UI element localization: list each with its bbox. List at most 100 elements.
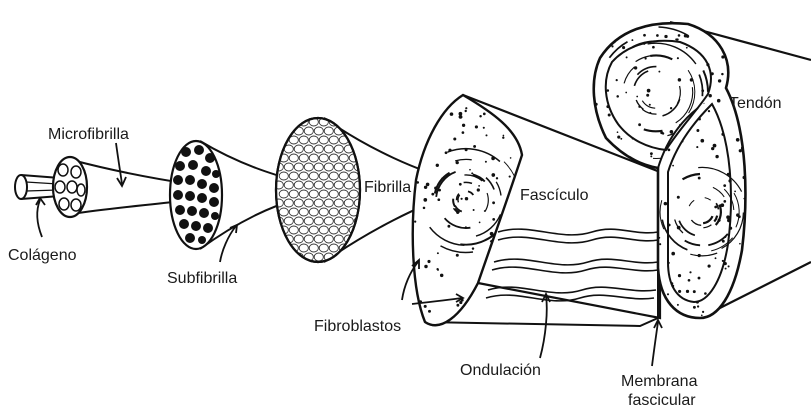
texture-dot [644, 57, 646, 59]
texture-dot [622, 46, 625, 49]
label-membrana-line2: fascicular [628, 392, 696, 409]
texture-dot [738, 283, 742, 287]
texture-dot [611, 163, 613, 165]
texture-dot [713, 144, 717, 148]
fibrilla-cell [284, 253, 293, 261]
texture-dot [492, 201, 495, 204]
texture-dot [689, 271, 691, 273]
texture-dot [510, 119, 513, 122]
texture-dot [715, 155, 718, 158]
texture-dot [725, 268, 727, 270]
texture-dot [465, 107, 467, 109]
texture-dot [607, 89, 610, 92]
texture-dot [459, 112, 463, 116]
texture-dot [696, 301, 699, 304]
texture-dot [700, 139, 704, 143]
texture-dot [623, 21, 627, 25]
fibrilla-cell [344, 253, 353, 261]
texture-dot [592, 24, 594, 26]
texture-dot [473, 209, 475, 211]
texture-dot [483, 127, 485, 129]
texture-dot [739, 149, 742, 152]
texture-dot [449, 323, 452, 326]
texture-dot [593, 40, 595, 42]
texture-dot [724, 309, 727, 312]
texture-dot [436, 268, 438, 270]
texture-dot [416, 314, 420, 318]
texture-dot [678, 290, 681, 293]
texture-dot [636, 96, 638, 98]
texture-dot [693, 290, 696, 293]
texture-dot [473, 145, 476, 148]
texture-dot [704, 292, 707, 295]
texture-dot [485, 134, 487, 136]
texture-dot [491, 173, 495, 177]
texture-dot [510, 218, 513, 221]
texture-dot [462, 131, 465, 134]
texture-dot [502, 292, 504, 294]
texture-dot [509, 176, 511, 178]
texture-dot [484, 298, 486, 300]
fibrilla-cell [279, 244, 288, 252]
texture-dot [677, 196, 680, 199]
texture-dot [728, 265, 730, 267]
texture-dot [723, 184, 726, 187]
texture-dot [611, 45, 613, 47]
texture-dot [723, 200, 726, 203]
texture-dot [459, 115, 463, 119]
label-membrana-line1: Membrana [621, 373, 698, 390]
texture-dot [479, 222, 481, 224]
texture-dot [670, 130, 674, 134]
texture-dot [459, 301, 462, 304]
texture-dot [632, 137, 634, 139]
fibrilla-cell [274, 127, 283, 135]
texture-dot [420, 133, 423, 136]
texture-dot [643, 34, 646, 37]
texture-dot [420, 111, 422, 113]
texture-dot [496, 177, 498, 179]
texture-dot [715, 257, 717, 259]
texture-dot [696, 129, 699, 132]
texture-dot [411, 179, 414, 182]
texture-dot [738, 308, 740, 310]
label-fibrilla: Fibrilla [364, 179, 411, 196]
texture-dot [714, 206, 717, 209]
fibrilla-cell [274, 235, 283, 243]
fibrilla-cell [339, 118, 348, 126]
texture-dot [424, 305, 427, 308]
texture-dot [426, 134, 428, 136]
texture-dot [515, 283, 518, 286]
texture-dot [426, 183, 430, 187]
texture-dot [672, 165, 674, 167]
texture-dot [702, 311, 704, 313]
texture-dot [445, 151, 448, 154]
texture-dot [424, 265, 427, 268]
texture-dot [479, 115, 481, 117]
texture-dot [613, 34, 616, 37]
texture-dot [698, 277, 701, 280]
texture-dot [427, 260, 430, 263]
texture-dot [616, 79, 618, 81]
texture-dot [638, 123, 641, 126]
fibrilla-cell [279, 118, 288, 126]
fibrilla-cell [349, 118, 358, 126]
texture-dot [646, 94, 649, 97]
texture-dot [440, 274, 443, 277]
fibrilla-cell [289, 118, 298, 126]
texture-dot [493, 278, 496, 281]
texture-dot [736, 138, 740, 142]
texture-dot [632, 167, 634, 169]
texture-dot [706, 63, 709, 66]
texture-dot [676, 38, 678, 40]
texture-dot [677, 304, 679, 306]
texture-dot [450, 112, 454, 116]
label-microfibrilla: Microfibrilla [48, 126, 129, 143]
texture-dot [718, 79, 721, 82]
texture-dot [729, 227, 732, 230]
texture-dot [423, 207, 426, 210]
texture-dot [444, 101, 447, 104]
texture-dot [626, 56, 628, 58]
texture-dot [462, 124, 465, 127]
texture-dot [497, 309, 500, 312]
